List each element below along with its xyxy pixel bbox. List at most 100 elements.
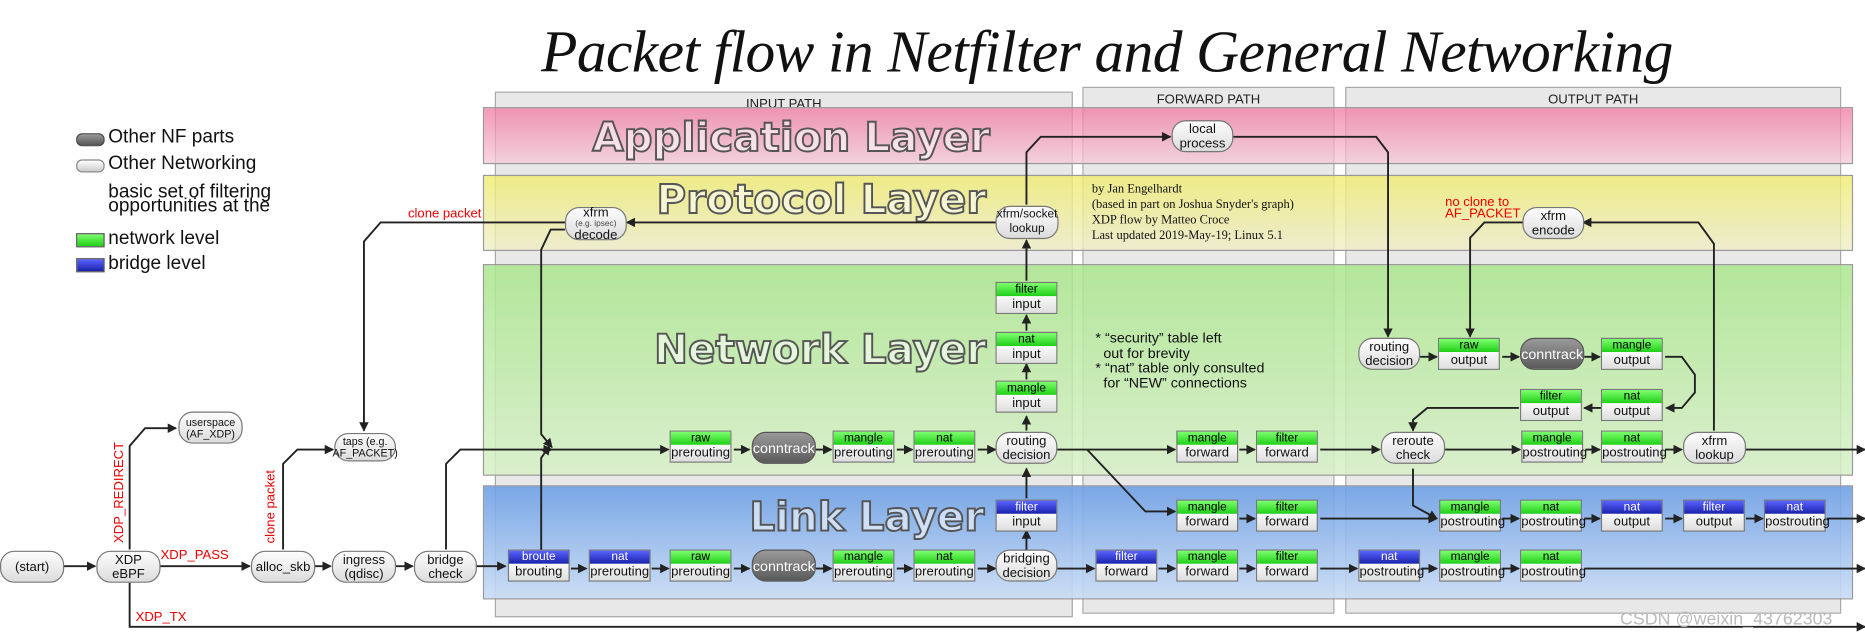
application-layer-band xyxy=(482,107,1854,165)
legend-swatch-bridge xyxy=(76,258,105,273)
legend-basic-line2: opportunities at the xyxy=(108,196,271,217)
hook-chain-name: output xyxy=(1439,352,1499,369)
xfrmencode-line2: encode xyxy=(1531,223,1575,238)
node-ingress-line1: ingress xyxy=(342,552,386,567)
reroute-line2: check xyxy=(1395,447,1431,463)
hook-table-name: nat xyxy=(914,550,975,564)
hook-chain-name: input xyxy=(996,513,1057,531)
hook-chain-name: forward xyxy=(1096,563,1157,581)
node-taps: taps (e.g.AF_PACKET) xyxy=(332,432,398,462)
arrow-mangle-natout xyxy=(1665,355,1696,413)
hook-chain-name: output xyxy=(1602,513,1662,531)
arrow-xdp-userspace xyxy=(128,423,178,550)
node-local-line2: process xyxy=(1179,136,1226,151)
arrow-reroute-linkpost xyxy=(1412,468,1438,520)
reroute-line1: reroute xyxy=(1392,433,1434,448)
conntrack-label: conntrack xyxy=(752,557,815,574)
hook-chain-name: output xyxy=(1602,403,1662,420)
protocol-layer-band xyxy=(482,174,1854,251)
hook-chain-name: output xyxy=(1602,352,1662,369)
node-socket-line2: lookup xyxy=(1009,222,1045,236)
hook-table-name: mangle xyxy=(1602,338,1662,353)
arrow-alloc-taps xyxy=(282,444,335,550)
arrow-xfrmdecode-taps xyxy=(359,221,565,432)
hook-chain-name: postrouting xyxy=(1521,513,1586,531)
application-layer-title: Application Layer xyxy=(591,113,990,162)
xfrmlookup-line1: xfrm xyxy=(1701,433,1728,448)
hook-chain-name: input xyxy=(996,296,1057,313)
credits-text: by Jan Engelhardt (based in part on Josh… xyxy=(1091,183,1294,243)
hook-table-name: nat xyxy=(1359,550,1419,564)
arrow-xdp-tx xyxy=(128,582,1865,632)
hook-chain-name: prerouting xyxy=(914,563,975,581)
hook-table-name: mangle xyxy=(1177,550,1237,564)
forward-path-label: FORWARD PATH xyxy=(1156,92,1261,108)
arrow-broute-net xyxy=(540,445,551,550)
node-xdp-line1: XDP xyxy=(115,552,142,567)
label-xdp-tx: XDP_TX xyxy=(135,610,187,625)
node-taps-line1: taps (e.g. xyxy=(342,435,388,448)
hook-chain-name: prerouting xyxy=(833,444,894,462)
arrow-routing-linkfwd xyxy=(1086,448,1177,517)
conntrack-label: conntrack xyxy=(1521,345,1584,363)
link-layer-title: Link Layer xyxy=(748,493,985,542)
hook-table-name: filter xyxy=(1257,500,1317,514)
hook-chain-name: postrouting xyxy=(1765,513,1830,531)
hook-table-name: nat xyxy=(1602,390,1662,404)
node-xfrmdecode-small: (e.g. ipsec) xyxy=(575,219,617,228)
node-bridgecheck-line2: check xyxy=(428,566,463,582)
node-xdp-line2: eBPF xyxy=(112,566,145,582)
node-taps-line2: AF_PACKET) xyxy=(332,447,398,460)
hook-chain-name: prerouting xyxy=(670,563,731,581)
hook-table-name: nat xyxy=(1521,550,1581,564)
hook-chain-name: output xyxy=(1684,513,1744,531)
arrow-xfrmlookup-encode xyxy=(1581,217,1715,431)
hook-chain-name: forward xyxy=(1177,563,1237,581)
hook-chain-name: postrouting xyxy=(1440,513,1506,531)
xfrmlookup-line2: lookup xyxy=(1695,447,1734,463)
hook-chain-name: forward xyxy=(1257,513,1317,531)
hook-chain-name: postrouting xyxy=(1521,563,1586,581)
hook-chain-name: input xyxy=(996,394,1057,412)
hook-table-name: nat xyxy=(1765,500,1825,514)
hook-chain-name: prerouting xyxy=(670,444,731,462)
hook-table-name: mangle xyxy=(1177,431,1237,445)
network-layer-title: Network Layer xyxy=(653,325,987,374)
hook-table-name: raw xyxy=(1439,338,1499,353)
legend-network-level: network level xyxy=(108,228,220,249)
protocol-layer-title: Protocol Layer xyxy=(656,175,988,224)
arrow-filterout-reroute xyxy=(1408,407,1519,432)
node-ingress-qdisc: ingress(qdisc) xyxy=(331,550,397,583)
hook-chain-name: prerouting xyxy=(833,563,894,581)
hook-table-name: mangle xyxy=(1522,431,1582,445)
legend-bridge-level: bridge level xyxy=(108,253,206,274)
watermark: CSDN @weixin_43762303 xyxy=(1619,608,1833,630)
node-xfrmdecode-line1: xfrm xyxy=(583,205,609,220)
